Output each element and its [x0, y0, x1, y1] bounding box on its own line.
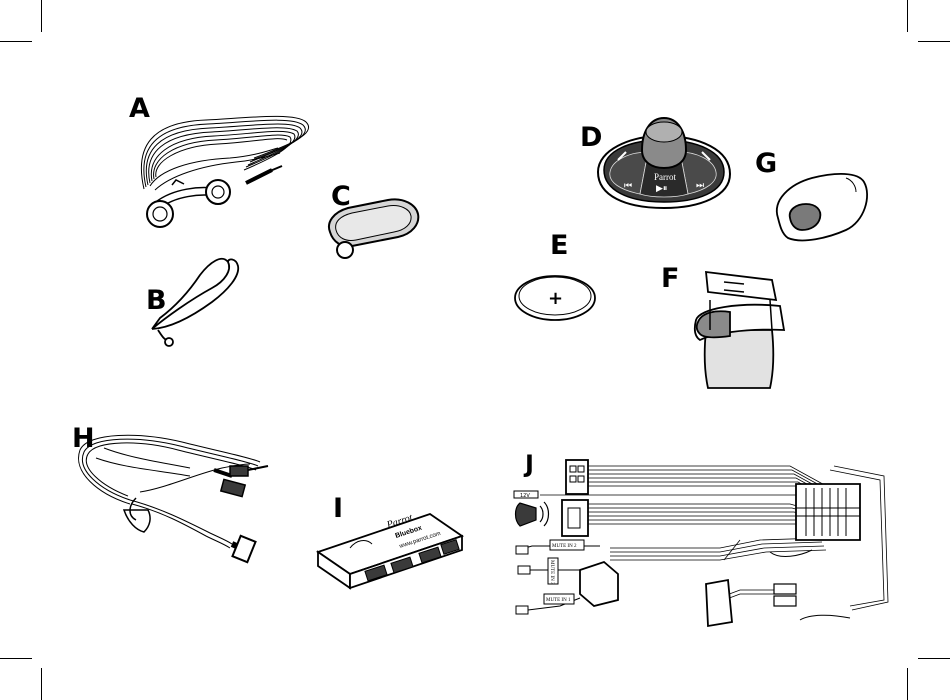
earphone-cable-illustration	[141, 116, 308, 227]
harness-mute-in-2-label: MUTE IN 2	[552, 544, 577, 549]
harness-mute-in-3-label: MUTE IN 3	[549, 560, 554, 585]
ipod-cable-illustration	[79, 435, 268, 562]
harness-mute-in-1-label: MUTE IN 1	[546, 598, 571, 603]
remote-prev-icon: ⏮	[624, 181, 632, 191]
ear-clip-illustration	[152, 259, 238, 346]
remote-brand-text: Parrot	[654, 172, 676, 182]
remote-next-icon: ⏭	[696, 181, 704, 191]
steering-strap-illustration	[695, 272, 784, 388]
adhesive-pad-illustration	[329, 199, 418, 258]
harness-12v-tag: 12V	[520, 493, 530, 499]
remote-play-icon: ▶⏸	[656, 184, 667, 194]
battery-plus-icon: +	[548, 288, 563, 309]
remote-cover-illustration	[777, 174, 867, 241]
remote-control-illustration	[598, 118, 730, 208]
